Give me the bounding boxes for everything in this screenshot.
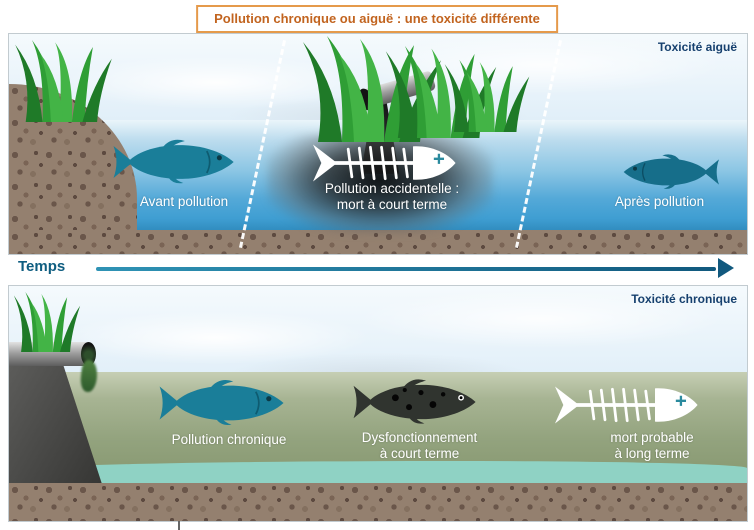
label-line: à long terme <box>614 445 690 461</box>
label-line: mort à court terme <box>336 196 448 212</box>
label-line: mort probable <box>610 430 694 445</box>
diagram-title: Pollution chronique ou aiguë : une toxic… <box>214 11 540 26</box>
chronic-toxicity-caption: Toxicité chronique <box>631 292 737 306</box>
label-mort-probable: mort probable à long terme <box>567 430 737 461</box>
label-avant-pollution: Avant pollution <box>139 194 229 209</box>
pollution-cloud <box>267 134 493 234</box>
grass-icon <box>15 40 112 122</box>
label-line: Pollution accidentelle : <box>324 181 460 196</box>
fold-mark <box>178 518 180 530</box>
label-pollution-accidentelle: Pollution accidentelle : mort à court te… <box>292 181 492 212</box>
grass-icon <box>13 292 81 352</box>
sick-spotted-fish-icon <box>353 379 476 424</box>
river-bed <box>9 483 747 521</box>
acute-toxicity-caption: Toxicité aiguë <box>657 40 737 54</box>
label-line: Dysfonctionnement <box>361 430 478 445</box>
time-arrowhead-icon <box>718 258 734 278</box>
label-line: à court terme <box>379 445 460 461</box>
chronic-toxicity-panel: Pollution chronique Dysfonctionnement à … <box>8 285 748 522</box>
temps-label: Temps <box>18 258 66 275</box>
water-bottom-layer <box>9 461 747 487</box>
healthy-fish-icon <box>623 154 719 189</box>
river-bed <box>9 230 747 254</box>
time-arrow-icon <box>96 267 716 271</box>
label-pollution-chronique: Pollution chronique <box>171 432 287 447</box>
label-dysfonctionnement: Dysfonctionnement à court terme <box>337 430 502 461</box>
grass-icon <box>444 60 530 132</box>
healthy-fish-icon <box>113 139 234 184</box>
healthy-fish-icon <box>159 380 284 425</box>
acute-toxicity-panel: Avant pollution Pollution accidentelle :… <box>8 33 748 255</box>
title-box: Pollution chronique ou aiguë : une toxic… <box>196 5 558 33</box>
skeleton-fish-icon <box>553 385 699 425</box>
label-apres-pollution: Après pollution <box>614 194 705 209</box>
timeline: Temps <box>8 255 746 283</box>
